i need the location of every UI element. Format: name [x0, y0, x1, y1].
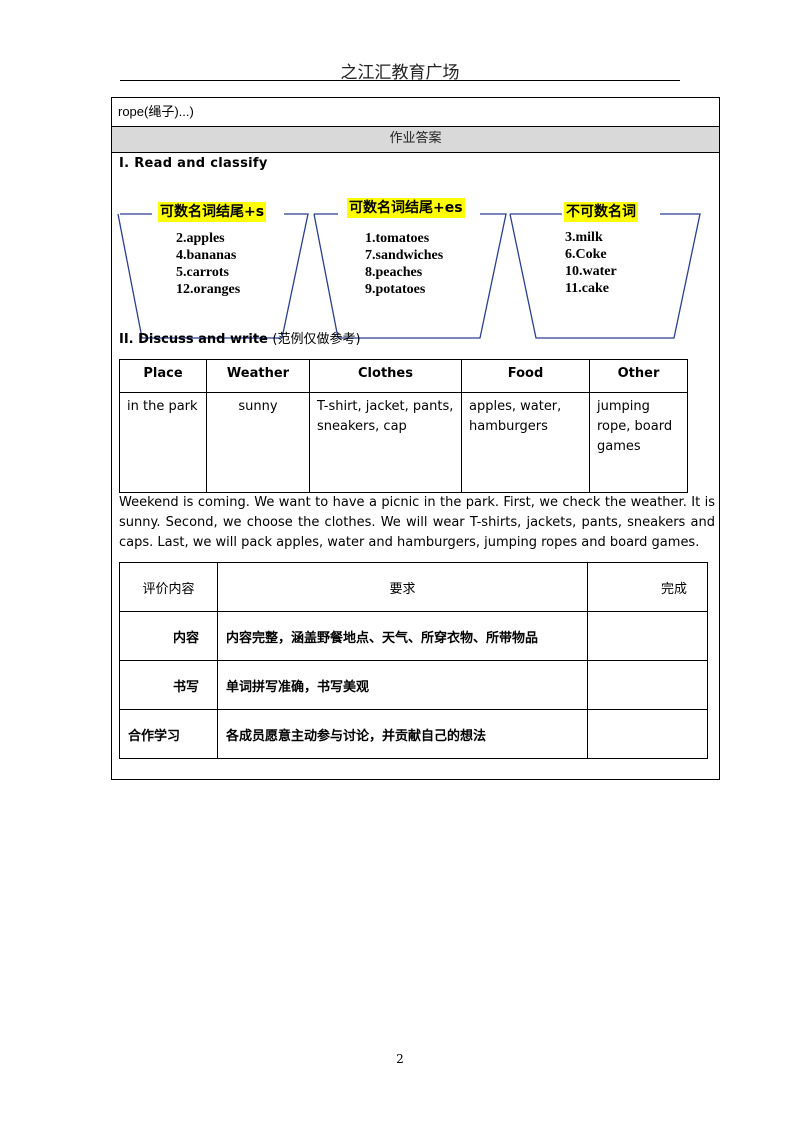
bucket-1-list: 2.apples 4.bananas 5.carrots 12.oranges	[176, 230, 240, 298]
rope-row: rope(绳子)...)	[112, 98, 719, 127]
bucket-2-item: 1.tomatoes	[365, 231, 430, 246]
col-header-clothes: Clothes	[309, 359, 462, 393]
cell-place: in the park	[119, 392, 207, 493]
bucket-outlines	[117, 213, 701, 339]
bucket-3-list: 3.milk 6.Coke 10.water 11.cake	[565, 229, 617, 297]
col-header-food: Food	[461, 359, 590, 393]
bucket-3-item: 6.Coke	[565, 247, 607, 262]
table-row: in the park sunny T-shirt, jacket, pants…	[119, 392, 688, 493]
bucket-2-list: 1.tomatoes 7.sandwiches 8.peaches 9.pota…	[365, 230, 443, 298]
section1-title: I. Read and classify	[119, 156, 268, 171]
bucket-1-body	[117, 213, 309, 339]
section2-note: (范例仅做参考)	[272, 332, 361, 347]
bucket-2-title: 可数名词结尾+es	[347, 198, 465, 218]
col-header-other: Other	[589, 359, 688, 393]
discussion-table: Place Weather Clothes Food Other in the …	[119, 359, 688, 493]
evaluation-table: 评价内容 要求 完成 内容 内容完整，涵盖野餐地点、天气、所穿衣物、所带物品 书…	[119, 562, 708, 759]
col-header-place: Place	[119, 359, 207, 393]
answer-key-row: 作业答案	[112, 127, 719, 153]
sample-passage: Weekend is coming. We want to have a pic…	[119, 495, 715, 550]
bucket-3-title: 不可数名词	[564, 202, 638, 222]
bucket-2-item: 7.sandwiches	[365, 248, 444, 263]
table-row: 合作学习 各成员愿意主动参与讨论，并贡献自己的想法	[119, 709, 708, 759]
bucket-2-body	[313, 213, 507, 339]
bucket-1-item: 2.apples	[176, 231, 225, 246]
bucket-2-item: 9.potatoes	[365, 282, 426, 297]
page-header-title: 之江汇教育广场	[340, 63, 460, 83]
eval-item: 合作学习	[119, 709, 218, 759]
section2-heading: II. Discuss and write (范例仅做参考)	[119, 328, 361, 347]
bucket-1-title: 可数名词结尾+s	[158, 202, 267, 222]
eval-requirement: 单词拼写准确，书写美观	[217, 660, 588, 710]
col-header-weather: Weather	[206, 359, 310, 393]
bucket-1-item: 12.oranges	[176, 282, 241, 297]
bucket-1-item: 4.bananas	[176, 248, 237, 263]
answer-frame: rope(绳子)...) 作业答案 I. Read and classify 可…	[111, 97, 720, 780]
cell-other: jumping rope, board games	[589, 392, 688, 493]
cell-food: apples, water, hamburgers	[461, 392, 590, 493]
eval-requirement: 各成员愿意主动参与讨论，并贡献自己的想法	[217, 709, 588, 759]
bucket-3-item: 3.milk	[565, 230, 603, 245]
cell-weather: sunny	[206, 392, 310, 493]
table-header-row: Place Weather Clothes Food Other	[119, 359, 688, 393]
section2-title: II. Discuss and write	[119, 332, 268, 347]
eval-item: 书写	[119, 660, 218, 710]
eval-header-content: 评价内容	[119, 562, 218, 612]
eval-requirement: 内容完整，涵盖野餐地点、天气、所穿衣物、所带物品	[217, 611, 588, 661]
eval-complete-cell[interactable]	[587, 709, 708, 759]
eval-header-requirement: 要求	[217, 562, 588, 612]
cell-clothes: T-shirt, jacket, pants, sneakers, cap	[309, 392, 462, 493]
eval-header-row: 评价内容 要求 完成	[119, 562, 708, 612]
eval-complete-cell[interactable]	[587, 660, 708, 710]
table-row: 书写 单词拼写准确，书写美观	[119, 660, 708, 710]
table-row: 内容 内容完整，涵盖野餐地点、天气、所穿衣物、所带物品	[119, 611, 708, 661]
page-number: 2	[396, 1052, 404, 1066]
bucket-3-item: 11.cake	[565, 281, 609, 296]
bucket-3-body	[509, 213, 701, 339]
eval-header-complete: 完成	[587, 562, 708, 612]
bucket-3-item: 10.water	[565, 264, 617, 279]
eval-complete-cell[interactable]	[587, 611, 708, 661]
eval-item: 内容	[119, 611, 218, 661]
bucket-2-item: 8.peaches	[365, 265, 423, 280]
header-rule	[120, 80, 680, 81]
bucket-1-item: 5.carrots	[176, 265, 229, 280]
